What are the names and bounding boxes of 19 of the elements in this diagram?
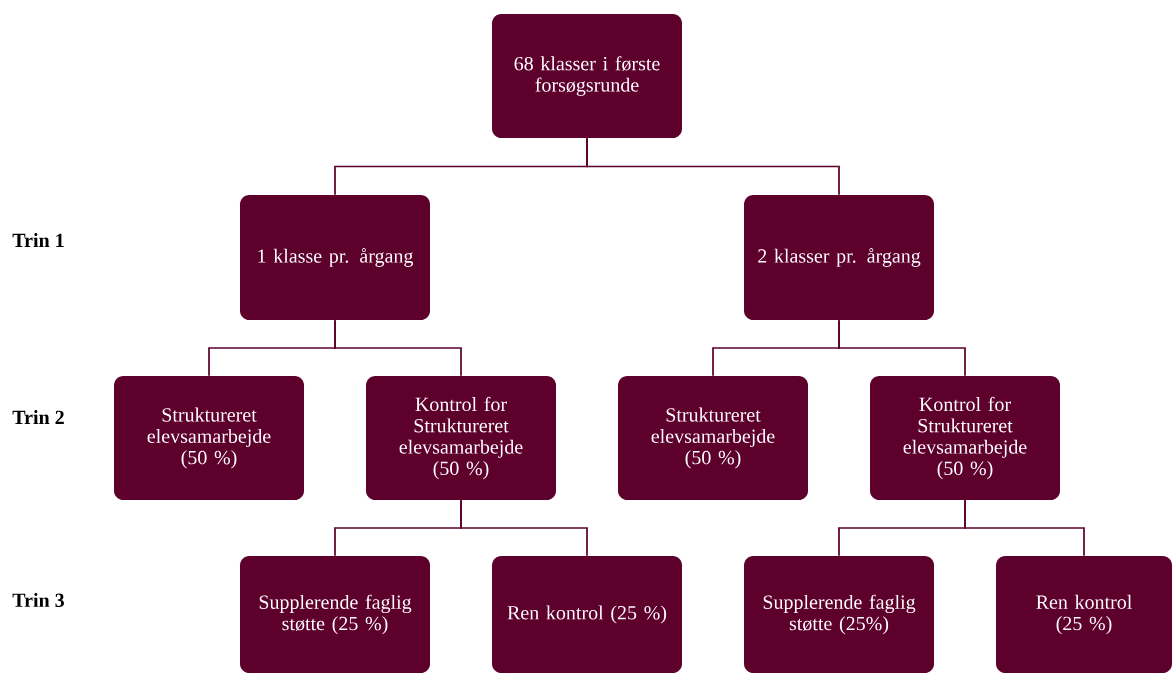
connector-line: [964, 499, 1085, 557]
process-box: 68 klasser i første forsøgsrunde: [492, 14, 682, 138]
connector-line: [460, 499, 588, 557]
connector-line: [586, 137, 840, 196]
process-box: Ren kontrol (25 %): [996, 556, 1172, 673]
process-box: Supplerende faglig støtte (25%): [744, 556, 934, 673]
connector-line: [838, 319, 966, 377]
connector-line: [334, 319, 462, 377]
process-box: Struktureret elevsamarbejde (50 %): [618, 376, 808, 500]
row-label: Trin 2: [12, 410, 64, 424]
process-box: Kontrol for Struktureret elevsamarbejde (50 %): [366, 376, 556, 500]
process-box: 2 klasser pr. årgang: [744, 195, 934, 320]
process-box: Supplerende faglig støtte (25 %): [240, 556, 430, 673]
process-box: Ren kontrol (25 %): [492, 556, 682, 673]
process-box: Struktureret elevsamarbejde (50 %): [114, 376, 304, 500]
process-box: 1 klasse pr. årgang: [240, 195, 430, 320]
row-label: Trin 3: [12, 593, 64, 608]
process-box: Kontrol for Struktureret elevsamarbejde (50 %): [870, 376, 1060, 500]
row-label: Trin 1: [12, 233, 64, 247]
